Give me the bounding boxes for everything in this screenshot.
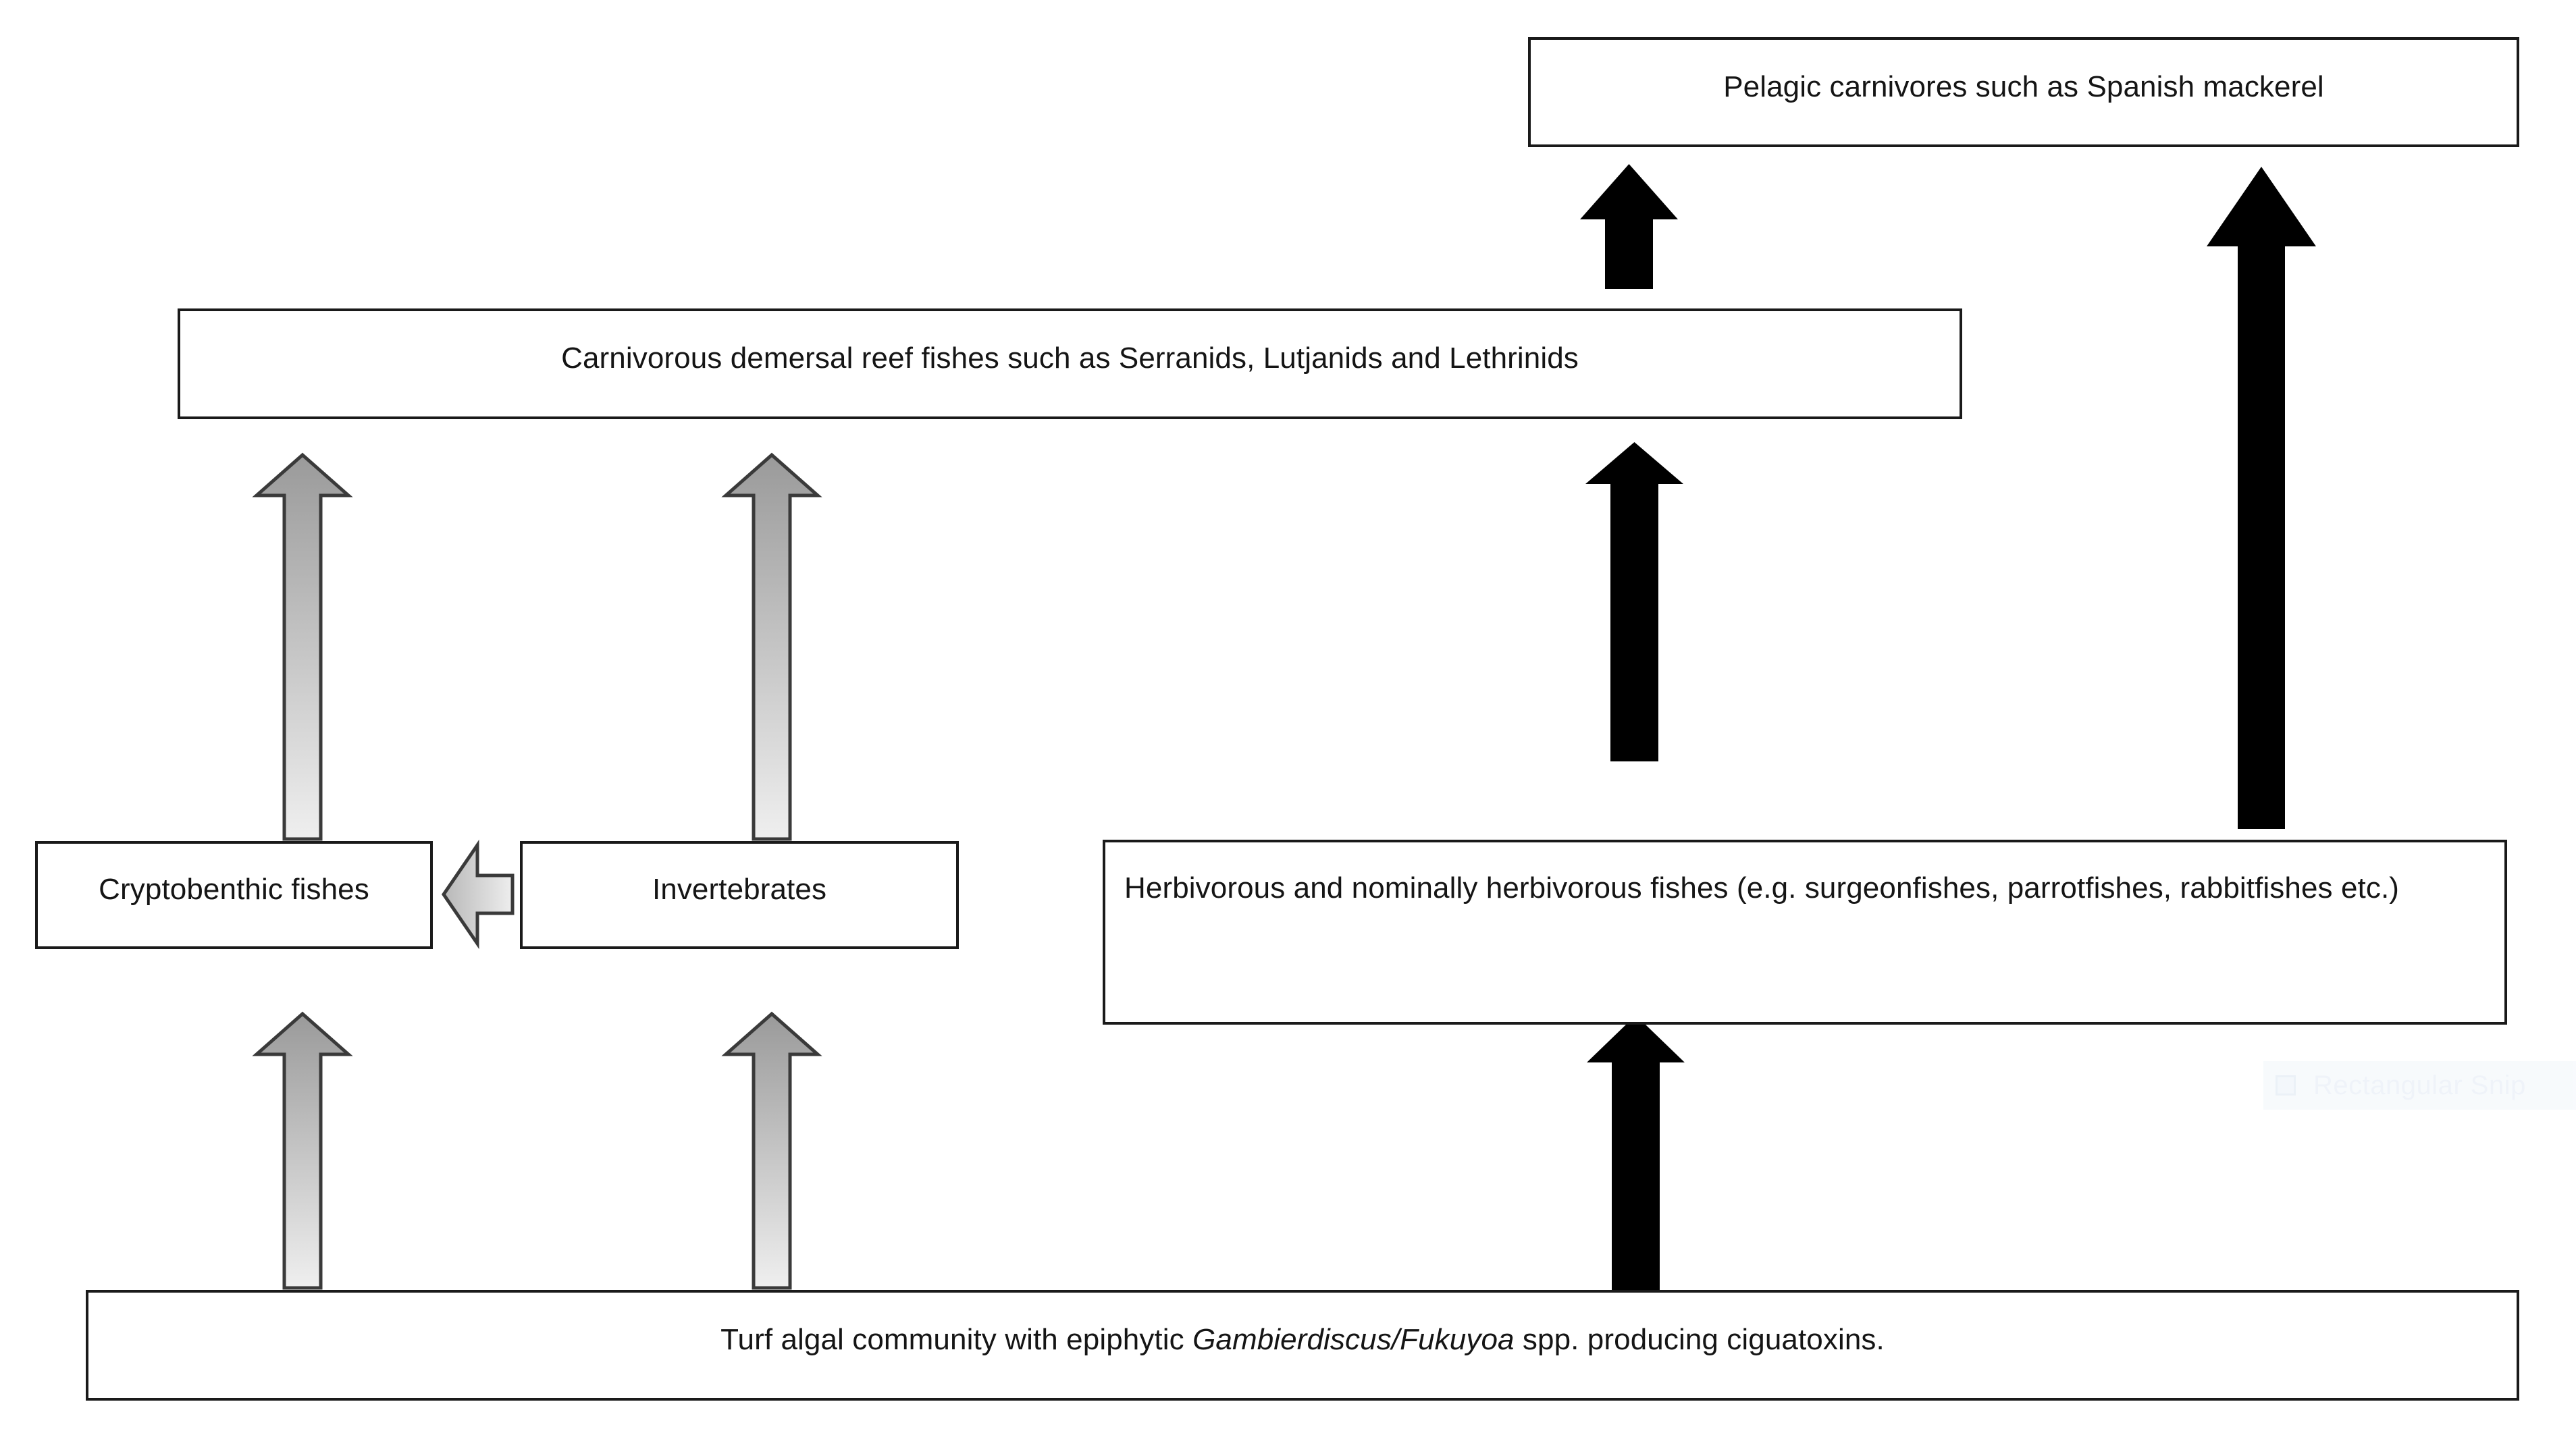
arrow-herbivores-to-pelagic	[2207, 167, 2316, 829]
arrow-turf-to-herbivores	[1587, 1015, 1685, 1290]
arrow-herbivores-to-carnivorous	[1585, 442, 1683, 761]
node-pelagic-carnivores-label: Pelagic carnivores such as Spanish macke…	[1723, 70, 2324, 103]
rectangular-snip-watermark: Rectangular Snip	[2263, 1061, 2576, 1110]
turf-label-suffix: spp. producing ciguatoxins.	[1514, 1323, 1885, 1356]
node-invertebrates-label: Invertebrates	[652, 873, 827, 906]
arrow-cryptobenthic-to-carnivorous	[255, 454, 350, 841]
arrow-turf-to-cryptobenthic	[255, 1013, 350, 1290]
node-cryptobenthic-fishes[interactable]: Cryptobenthic fishes	[35, 841, 433, 949]
node-turf-algal-community-label: Turf algal community with epiphytic Gamb…	[720, 1316, 1885, 1364]
arrow-invertebrates-to-carnivorous	[725, 454, 819, 841]
turf-label-prefix: Turf algal community with epiphytic	[720, 1323, 1193, 1356]
node-herbivorous-fishes[interactable]: Herbivorous and nominally herbivorous fi…	[1103, 840, 2507, 1025]
arrow-invertebrates-to-cryptobenthic	[442, 844, 514, 945]
rectangular-snip-icon	[2276, 1075, 2296, 1096]
arrow-carnivorous-to-pelagic	[1580, 164, 1678, 289]
node-cryptobenthic-fishes-label: Cryptobenthic fishes	[99, 873, 369, 906]
node-carnivorous-demersal[interactable]: Carnivorous demersal reef fishes such as…	[178, 308, 1962, 419]
node-carnivorous-demersal-label: Carnivorous demersal reef fishes such as…	[561, 342, 1579, 375]
arrow-turf-to-invertebrates	[725, 1013, 819, 1290]
node-herbivorous-fishes-label: Herbivorous and nominally herbivorous fi…	[1124, 871, 2400, 905]
node-pelagic-carnivores[interactable]: Pelagic carnivores such as Spanish macke…	[1528, 37, 2519, 147]
node-turf-algal-community[interactable]: Turf algal community with epiphytic Gamb…	[86, 1290, 2519, 1401]
rectangular-snip-label: Rectangular Snip	[2313, 1070, 2526, 1100]
node-invertebrates[interactable]: Invertebrates	[520, 841, 959, 949]
turf-label-genus: Gambierdiscus/Fukuyoa	[1192, 1323, 1515, 1356]
